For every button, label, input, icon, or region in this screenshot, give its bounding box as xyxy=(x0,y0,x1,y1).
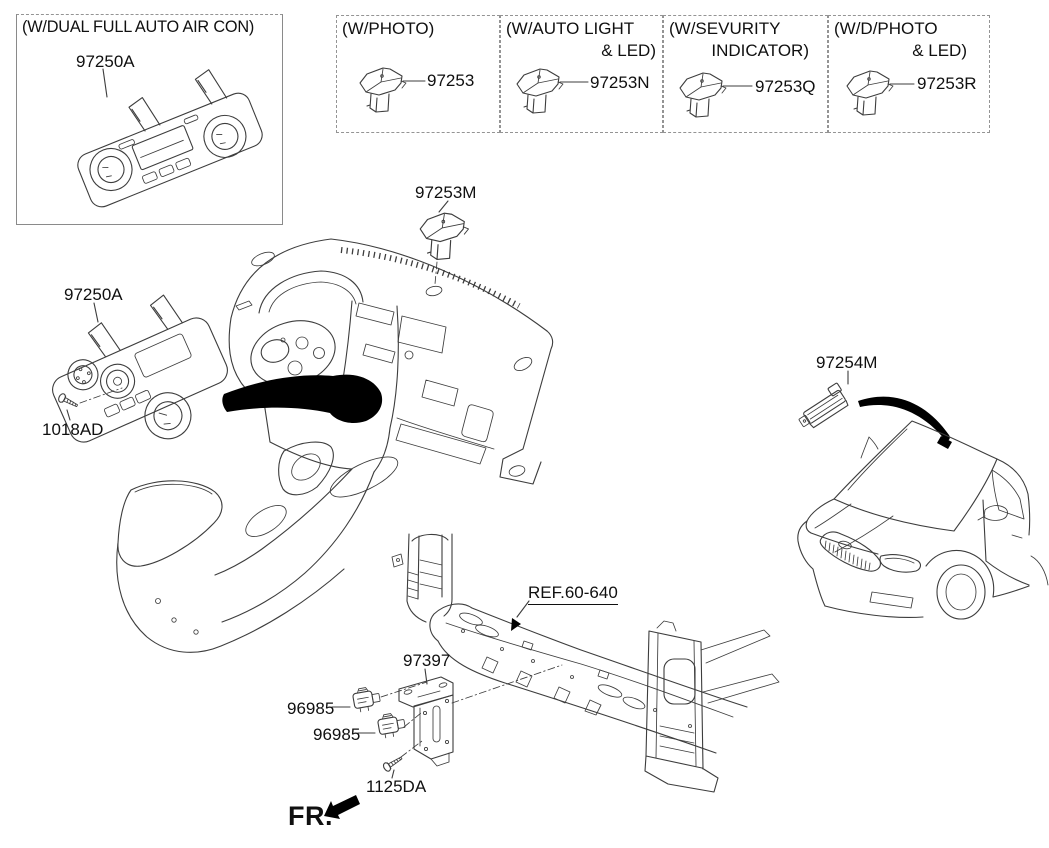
option-box-photo: (W/PHOTO) xyxy=(336,15,500,133)
callout-96985-upper: 96985 xyxy=(287,699,335,718)
option-box-title-line2: & LED) xyxy=(601,41,656,61)
ref-arrow xyxy=(511,600,530,631)
callout-1018ad: 1018AD xyxy=(42,420,104,439)
callout-97253m: 97253M xyxy=(415,183,477,202)
callout-ref-60-640: REF.60-640 xyxy=(528,583,618,605)
callout-97250a-main: 97250A xyxy=(64,285,123,304)
option-box-d-photo-led: (W/D/PHOTO & LED) xyxy=(828,15,990,133)
option-box-severity-indicator: (W/SEVURITY INDICATOR) xyxy=(663,15,828,133)
option-box-title-line2: INDICATOR) xyxy=(711,41,809,61)
callout-97253: 97253 xyxy=(427,71,475,90)
option-box-dual-auto-air-con: (W/DUAL FULL AUTO AIR CON) xyxy=(16,14,283,225)
sensor-bracket-drawing xyxy=(331,664,563,779)
radiator-support-drawing xyxy=(391,533,780,793)
callout-96985-lower: 96985 xyxy=(313,725,361,744)
callout-97250a-box: 97250A xyxy=(76,52,135,71)
callout-97253q: 97253Q xyxy=(755,77,816,96)
front-direction-label: FR. xyxy=(288,801,333,831)
option-box-title: (W/SEVURITY xyxy=(669,19,781,38)
callout-1125da: 1125DA xyxy=(366,777,427,796)
photo-sensor-top-drawing xyxy=(419,200,470,297)
dashboard-drawing xyxy=(228,238,554,485)
car-front-drawing xyxy=(797,420,1049,620)
option-box-auto-light-led: (W/AUTO LIGHT & LED) xyxy=(500,15,663,133)
auto-light-sensor-drawing xyxy=(798,370,952,449)
front-direction-arrow xyxy=(324,795,360,819)
option-box-title-line2: & LED) xyxy=(912,41,967,61)
callout-97397: 97397 xyxy=(403,651,451,670)
photo-sensor-icons xyxy=(359,67,915,118)
dual-auto-climate-control-drawing xyxy=(77,68,263,208)
callout-97253r: 97253R xyxy=(917,74,977,93)
callout-97254m: 97254M xyxy=(816,353,878,372)
option-box-title: (W/PHOTO) xyxy=(342,19,435,38)
install-arrow-dash xyxy=(222,374,383,424)
option-box-title: (W/AUTO LIGHT xyxy=(506,19,635,38)
heater-control-drawing xyxy=(52,294,228,443)
option-box-title: (W/DUAL FULL AUTO AIR CON) xyxy=(22,18,255,36)
callout-97253n: 97253N xyxy=(590,73,650,92)
option-box-title: (W/D/PHOTO xyxy=(834,19,938,38)
center-console-drawing xyxy=(116,441,399,653)
